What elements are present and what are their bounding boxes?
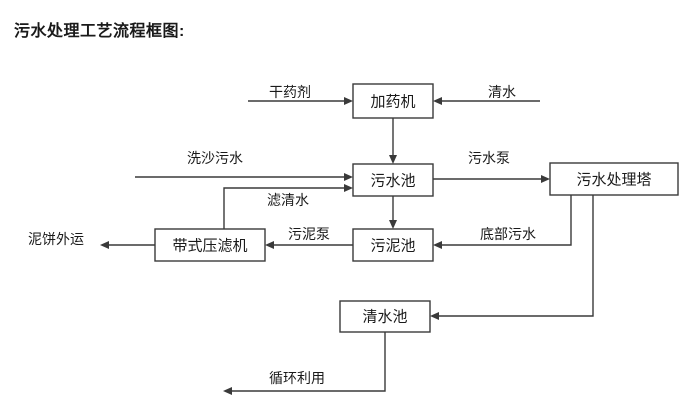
edge-dry-agent <box>248 97 353 105</box>
edge-label-sludge-pump: 污泥泵 <box>288 226 330 242</box>
node-label-dosing-machine: 加药机 <box>370 94 415 111</box>
edge-label-recycle-use: 循环利用 <box>269 370 325 386</box>
edge-sand-wash-sewage <box>135 173 353 181</box>
edge-label-clean-water-in: 清水 <box>488 84 516 100</box>
edge-sewage-pump <box>433 175 550 183</box>
node-clear-pool[interactable]: 清水池 <box>339 300 431 333</box>
edge-clean-water-in <box>433 97 540 105</box>
node-label-belt-press: 带式压滤机 <box>172 238 247 255</box>
node-label-sewage-pool: 污水池 <box>370 173 415 190</box>
node-sludge-pool[interactable]: 污泥池 <box>352 228 434 262</box>
edge-tower-to-clear <box>430 195 594 320</box>
edge-mud-cake-out <box>100 241 155 249</box>
edge-dosing-to-sewage <box>389 118 397 164</box>
edge-recycle-use <box>223 332 386 395</box>
edge-label-dry-agent: 干药剂 <box>269 84 311 100</box>
node-sewage-pool[interactable]: 污水池 <box>352 163 434 197</box>
edge-label-bottom-sewage: 底部污水 <box>480 226 536 242</box>
node-belt-press[interactable]: 带式压滤机 <box>154 228 266 262</box>
edge-label-sand-wash-sewage: 洗沙污水 <box>187 150 243 166</box>
edge-sewage-to-sludge <box>389 196 397 229</box>
node-label-treatment-tower: 污水处理塔 <box>576 172 651 189</box>
node-label-sludge-pool: 污泥池 <box>370 238 415 255</box>
edge-label-filtrate-return: 滤清水 <box>267 192 309 208</box>
node-treatment-tower[interactable]: 污水处理塔 <box>549 162 679 196</box>
edge-filtrate-return <box>223 184 353 229</box>
node-dosing-machine[interactable]: 加药机 <box>352 83 434 119</box>
edge-label-mud-cake-out: 泥饼外运 <box>28 231 84 247</box>
edge-label-sewage-pump: 污水泵 <box>468 150 510 166</box>
edge-sludge-pump <box>265 241 353 249</box>
edge-bottom-sewage <box>433 195 572 249</box>
page-title: 污水处理工艺流程框图: <box>14 23 185 40</box>
node-label-clear-pool: 清水池 <box>362 309 407 326</box>
